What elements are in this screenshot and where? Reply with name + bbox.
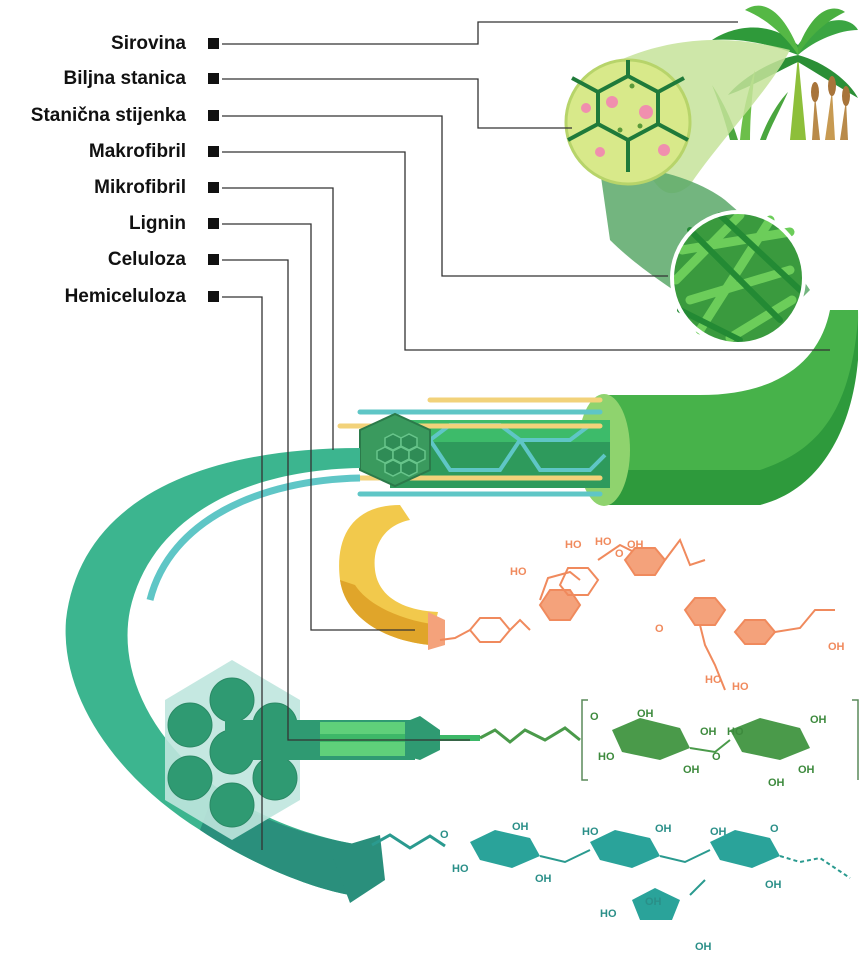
svg-text:OH: OH	[637, 708, 654, 720]
svg-text:OH: OH	[512, 821, 529, 833]
svg-text:OH: OH	[765, 879, 782, 891]
leader-sirovina	[222, 22, 738, 44]
label-mikrofibril: Mikrofibril	[94, 177, 186, 199]
lignin-structure	[440, 540, 835, 690]
svg-text:OH: OH	[695, 941, 712, 953]
label-sirovina: Sirovina	[111, 33, 186, 55]
svg-text:OH: OH	[710, 826, 727, 838]
svg-text:O: O	[655, 623, 664, 635]
svg-text:OH: OH	[828, 641, 845, 653]
label-stanicna-stijenka: Stanična stijenka	[31, 105, 186, 127]
svg-text:O: O	[590, 711, 599, 723]
svg-text:OH: OH	[645, 896, 662, 908]
leader-celuloza	[222, 260, 470, 740]
svg-text:HO: HO	[452, 863, 469, 875]
svg-text:HO: HO	[598, 751, 615, 763]
microfibril-bundle	[340, 400, 610, 494]
hemicellulose-structure	[372, 830, 850, 920]
label-hemiceluloza: Hemiceluloza	[65, 286, 186, 308]
svg-text:HO: HO	[582, 826, 599, 838]
label-biljna-stanica: Biljna stanica	[64, 68, 187, 90]
lignin-tube	[339, 505, 445, 650]
cell-wall-circle	[672, 212, 804, 344]
svg-text:O: O	[615, 548, 624, 560]
svg-text:O: O	[770, 823, 779, 835]
svg-text:OH: OH	[683, 764, 700, 776]
svg-text:OH: OH	[627, 539, 644, 551]
svg-text:HO: HO	[565, 539, 582, 551]
fibre-cross-section	[165, 660, 480, 840]
svg-text:HO: HO	[732, 681, 749, 693]
svg-text:O: O	[440, 829, 449, 841]
svg-text:OH: OH	[655, 823, 672, 835]
label-bullets	[208, 38, 219, 302]
label-makrofibril: Makrofibril	[89, 141, 186, 163]
leader-mikrofibril	[222, 188, 333, 450]
svg-text:HO: HO	[510, 566, 527, 578]
svg-text:OH: OH	[810, 714, 827, 726]
svg-text:OH: OH	[798, 764, 815, 776]
svg-text:HO: HO	[705, 674, 722, 686]
svg-text:HO: HO	[600, 908, 617, 920]
svg-text:HO: HO	[595, 536, 612, 548]
svg-text:O: O	[712, 751, 721, 763]
label-celuloza: Celuloza	[108, 249, 186, 271]
svg-text:OH: OH	[700, 726, 717, 738]
label-lignin: Lignin	[129, 213, 186, 235]
svg-text:OH: OH	[768, 777, 785, 789]
leader-biljna-stanica	[222, 79, 572, 128]
svg-text:OH: OH	[535, 873, 552, 885]
svg-text:HO: HO	[727, 726, 744, 738]
plant-cell-circle	[566, 60, 690, 184]
